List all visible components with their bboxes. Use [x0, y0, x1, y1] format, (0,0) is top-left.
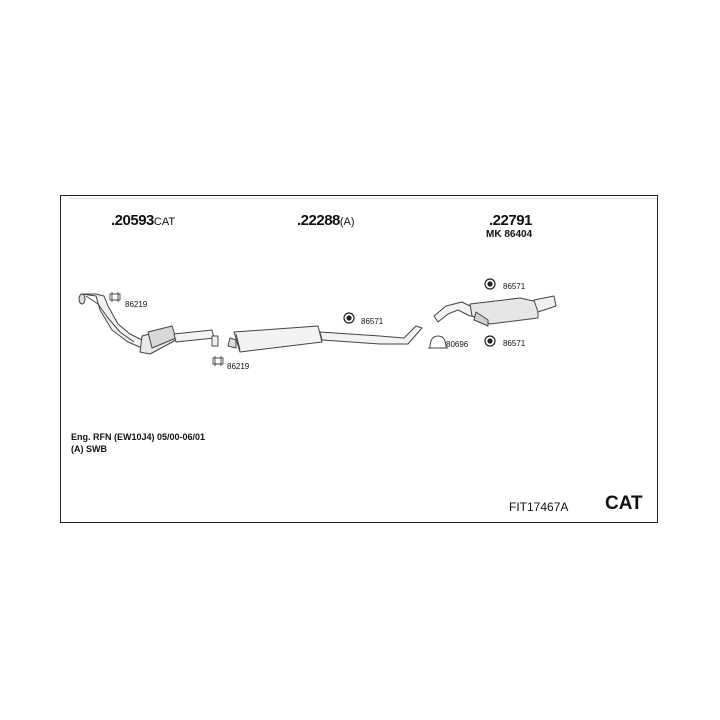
diagram-frame: .20593CAT .22288(A) .22791 MK 86404 8621… — [60, 195, 658, 523]
hanger-top-icon — [484, 278, 496, 290]
middle-silencer-shape — [227, 325, 423, 353]
part-number-rear-silencer: .22791 — [489, 212, 532, 229]
clamp-label-middle: 86219 — [227, 362, 250, 371]
clamp-middle-shape — [211, 335, 224, 366]
hanger-middle-icon — [343, 312, 355, 324]
engine-info: Eng. RFN (EW10J4) 05/00-06/01 — [71, 432, 206, 442]
hanger-label-bottom: 86571 — [503, 339, 526, 348]
diagram-code: FIT17467A — [509, 500, 569, 514]
mounting-kit-number: MK 86404 — [486, 229, 533, 240]
ring-icon — [428, 335, 448, 349]
catalyst-front-pipe-shape — [78, 293, 215, 355]
hanger-icons — [343, 278, 496, 347]
hanger-bottom-icon — [484, 335, 496, 347]
cat-marker: CAT — [605, 493, 643, 514]
clamp-front-shape — [109, 292, 121, 302]
clamp-label-front: 86219 — [125, 300, 148, 309]
part-number-catalyst: .20593CAT — [111, 212, 176, 229]
variant-info: (A) SWB — [71, 444, 107, 454]
rear-silencer-shape — [433, 295, 557, 327]
top-rule — [69, 198, 657, 199]
ring-label: 80696 — [446, 340, 469, 349]
part-number-middle-silencer: .22288(A) — [297, 212, 355, 229]
hanger-label-middle: 86571 — [361, 317, 384, 326]
hanger-label-top: 86571 — [503, 282, 526, 291]
